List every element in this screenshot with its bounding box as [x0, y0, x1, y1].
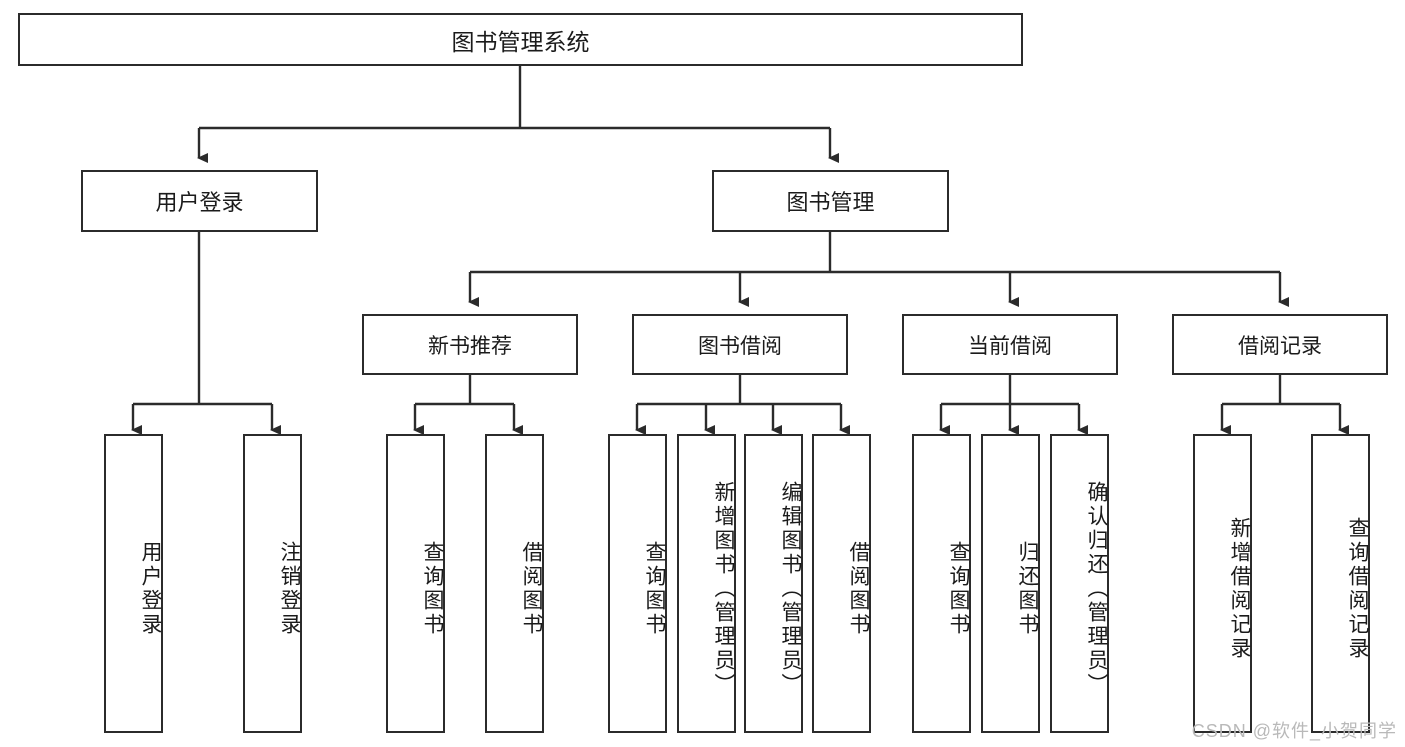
- leaf-return-book[interactable]: 归还图书: [981, 434, 1040, 733]
- leaf-add-borrow-record[interactable]: 新增借阅记录: [1193, 434, 1252, 733]
- node-label: 借阅记录: [1238, 334, 1322, 358]
- leaf-query-book-rec[interactable]: 查询图书: [386, 434, 445, 733]
- leaf-borrow-book[interactable]: 借阅图书: [812, 434, 871, 733]
- node-label: 新增借阅记录: [1228, 516, 1251, 661]
- node-label: 注销登录: [278, 540, 301, 637]
- node-label: 图书借阅: [698, 334, 782, 358]
- leaf-edit-book-admin[interactable]: 编辑图书（管理员）: [744, 434, 803, 733]
- node-current-borrow[interactable]: 当前借阅: [902, 314, 1118, 375]
- node-label: 当前借阅: [968, 334, 1052, 358]
- node-label: 用户登录: [139, 540, 162, 637]
- node-label: 查询图书: [643, 540, 666, 637]
- node-label: 查询图书: [421, 540, 444, 637]
- node-label: 确认归还（管理员）: [1085, 480, 1108, 697]
- node-root-system[interactable]: 图书管理系统: [18, 13, 1023, 66]
- node-label: 新书推荐: [428, 334, 512, 358]
- leaf-logout[interactable]: 注销登录: [243, 434, 302, 733]
- leaf-confirm-return-admin[interactable]: 确认归还（管理员）: [1050, 434, 1109, 733]
- leaf-query-book-borrow[interactable]: 查询图书: [608, 434, 667, 733]
- node-label: 新增图书（管理员）: [712, 480, 735, 697]
- node-label: 查询图书: [947, 540, 970, 637]
- leaf-user-login[interactable]: 用户登录: [104, 434, 163, 733]
- node-label: 图书管理系统: [451, 28, 590, 55]
- leaf-add-book-admin[interactable]: 新增图书（管理员）: [677, 434, 736, 733]
- node-label: 借阅图书: [847, 540, 870, 637]
- node-label: 编辑图书（管理员）: [779, 480, 802, 697]
- node-label: 查询借阅记录: [1346, 516, 1369, 661]
- node-book-borrow[interactable]: 图书借阅: [632, 314, 848, 375]
- node-new-book-recommendation[interactable]: 新书推荐: [362, 314, 578, 375]
- watermark-text: CSDN @软件_小贺同学: [1191, 721, 1397, 741]
- node-book-management[interactable]: 图书管理: [712, 170, 949, 232]
- node-label: 用户登录: [155, 190, 244, 215]
- node-user-login[interactable]: 用户登录: [81, 170, 318, 232]
- leaf-query-borrow-record[interactable]: 查询借阅记录: [1311, 434, 1370, 733]
- node-label: 借阅图书: [520, 540, 543, 637]
- node-borrow-record[interactable]: 借阅记录: [1172, 314, 1388, 375]
- leaf-borrow-book-rec[interactable]: 借阅图书: [485, 434, 544, 733]
- node-label: 归还图书: [1016, 540, 1039, 637]
- node-label: 图书管理: [786, 190, 875, 215]
- leaf-query-book-current[interactable]: 查询图书: [912, 434, 971, 733]
